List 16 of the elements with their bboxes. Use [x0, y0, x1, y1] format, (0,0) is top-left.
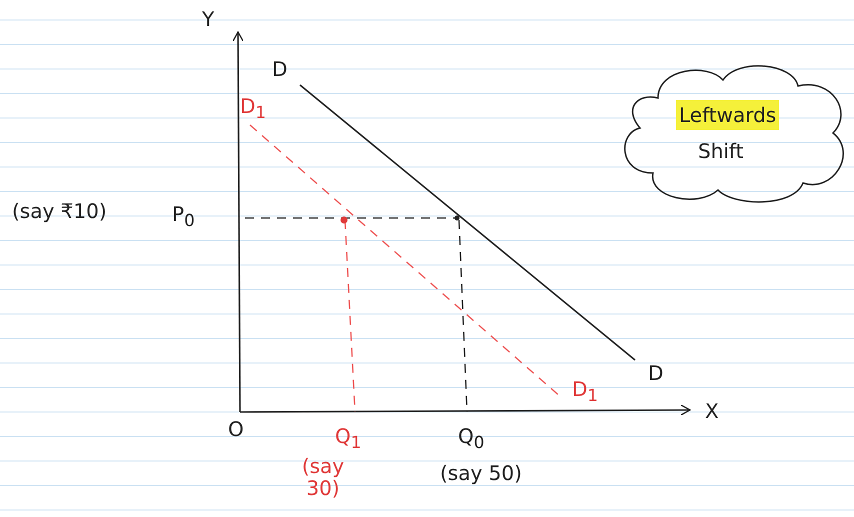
quantity-label: Q$_{1}$: [335, 425, 362, 452]
cloud-label: Shift: [698, 138, 744, 165]
price-label: P$_{0}$: [172, 203, 195, 230]
curve-label: D$_{1}$: [572, 378, 598, 406]
quantity-label: Q$_{0}$: [458, 425, 484, 452]
quantity-note: (say 30): [300, 455, 346, 499]
axis-label: Y: [202, 8, 214, 30]
highlighted-label: Leftwards: [676, 100, 780, 130]
price-note: (say ₹10): [12, 200, 107, 222]
axis-label: X: [705, 400, 719, 422]
curve-label: D: [272, 58, 288, 80]
curve-label: D: [648, 362, 664, 384]
origin-label: O: [228, 418, 244, 440]
cloud-shape: [624, 65, 844, 203]
curve-label: D$_{1}$: [240, 95, 266, 122]
quantity-note: (say 50): [440, 462, 522, 484]
